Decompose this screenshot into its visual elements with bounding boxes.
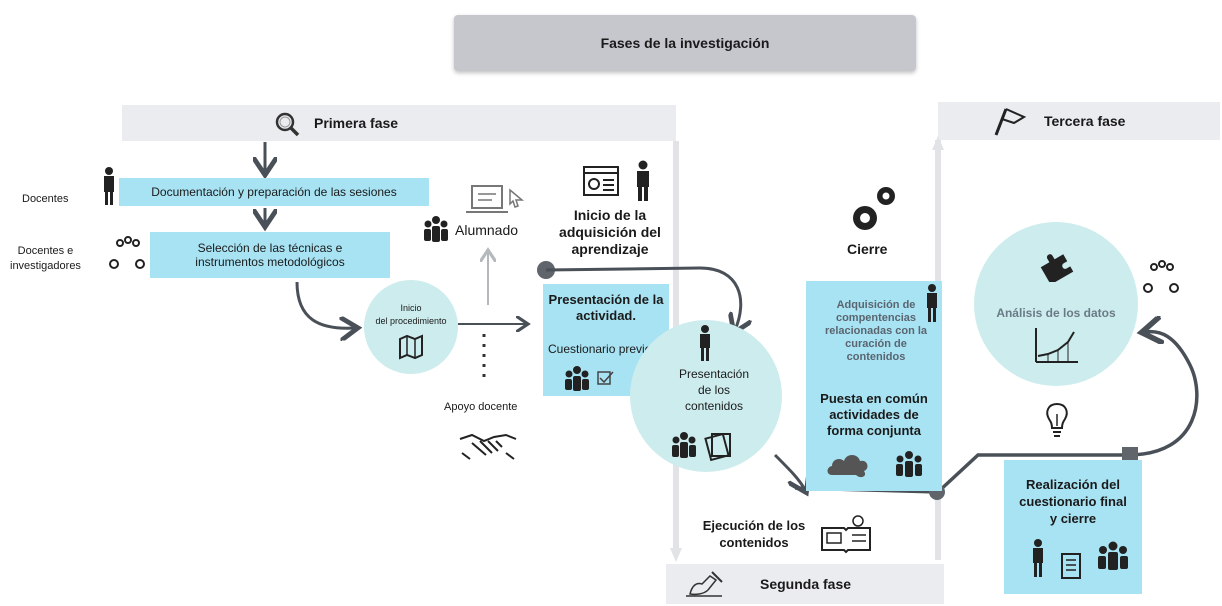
flag-icon: [992, 105, 1027, 140]
students-group-icon: [563, 364, 591, 397]
notes-icon: [704, 430, 734, 467]
cierre-box: Adquisición de compentencias relacionada…: [806, 281, 942, 491]
handshake-icon: [458, 425, 518, 470]
docentes-investigadores-label: Docentes e investigadores: [10, 245, 81, 272]
presenter-icon: [924, 283, 940, 328]
realizacion-box: Realización del cuestionario final y cie…: [1004, 460, 1142, 594]
lightbulb-icon: [1043, 402, 1071, 445]
diagram-title: Fases de la investigación: [454, 15, 916, 71]
apoyo-docente-label: Apoyo docente: [444, 401, 518, 413]
presenter-icon: [634, 160, 652, 207]
growth-chart-icon: [1032, 326, 1080, 371]
analisis-circle: Análisis de los datos: [974, 222, 1138, 386]
team-network-icon: [106, 232, 150, 281]
alumnado-label: Alumnado: [455, 222, 519, 238]
analisis-label: Análisis de los datos: [996, 306, 1116, 320]
third-phase-band: Tercera fase: [938, 102, 1220, 140]
docentes-label: Docentes: [22, 193, 69, 205]
students-group-icon: [1096, 540, 1130, 577]
team-network-icon: [1140, 256, 1184, 305]
presentacion-actividad-box: Presentación de la actividad. Cuestionar…: [543, 284, 669, 396]
writing-hand-icon: [682, 568, 732, 603]
first-phase-band: Primera fase: [122, 105, 676, 141]
step-documentation: Documentación y preparación de las sesio…: [119, 178, 429, 206]
presenter-icon: [697, 324, 713, 367]
start-procedure-circle: Inicio del procedimiento: [364, 280, 458, 374]
presentacion-actividad-label: Presentación de la actividad.: [548, 292, 664, 323]
map-icon: [398, 334, 424, 365]
magnifier-icon: [274, 111, 300, 140]
start-procedure-label: Inicio del procedimiento: [375, 303, 447, 326]
cuestionario-previo-label: Cuestionario previo: [548, 342, 652, 356]
checklist-icon: [1058, 552, 1084, 587]
checkbox-icon: [597, 370, 615, 391]
adquisicion-competencias-label: Adquisición de compentencias relacionada…: [824, 299, 928, 363]
presenter-icon: [1030, 538, 1046, 583]
third-phase-label: Tercera fase: [1044, 113, 1126, 129]
students-group-icon: [422, 214, 450, 249]
book-idea-icon: [818, 514, 874, 559]
cierre-label: Cierre: [847, 241, 888, 257]
second-phase-band: Segunda fase: [666, 564, 944, 604]
presentation-board-icon: [582, 163, 622, 204]
presentacion-contenidos-circle: Presentación de los contenidos: [630, 320, 782, 472]
realizacion-label: Realización del cuestionario final y cie…: [1019, 477, 1127, 526]
puzzle-icon: [1038, 246, 1074, 287]
cloud-icon: [824, 449, 872, 484]
inicio-adquisicion-heading: Inicio de la adquisición del aprendizaje: [559, 207, 661, 257]
presentacion-contenidos-label: Presentación de los contenidos: [678, 367, 750, 413]
students-group-icon: [894, 449, 924, 484]
first-phase-label: Primera fase: [314, 115, 399, 131]
puesta-en-comun-label: Puesta en común actividades de forma con…: [820, 391, 928, 438]
ejecucion-label: Ejecución de los contenidos: [702, 518, 806, 550]
teacher-icon: [101, 166, 117, 211]
gears-icon: [848, 182, 898, 241]
students-group-icon: [670, 430, 698, 465]
second-phase-label: Segunda fase: [760, 576, 852, 592]
step-technique-selection: Selección de las técnicas e instrumentos…: [150, 232, 390, 278]
laptop-cursor-icon: [466, 182, 526, 223]
